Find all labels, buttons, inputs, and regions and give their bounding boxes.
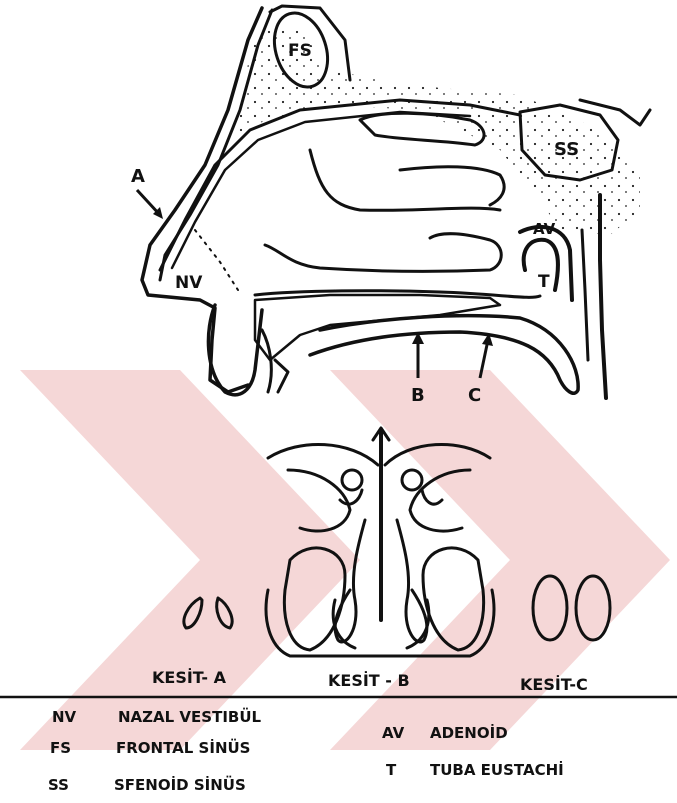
caption-section-a: KESİT- A — [152, 668, 227, 687]
label-fs: FS — [288, 41, 312, 61]
label-nv: NV — [175, 273, 203, 293]
legend-abbr-ss: SS — [48, 776, 69, 794]
pharyngeal-wall-inner — [582, 230, 588, 360]
caption-section-b: KESİT - B — [328, 671, 410, 690]
label-a: A — [131, 166, 145, 187]
legend-abbr-fs: FS — [50, 739, 71, 757]
caption-section-c: KESİT-C — [520, 675, 588, 694]
label-t: T — [538, 272, 550, 292]
inferior-turbinate — [265, 234, 501, 272]
maxilla-teeth — [262, 330, 288, 392]
label-av: AV — [533, 220, 556, 238]
middle-turbinate — [310, 150, 504, 210]
legend-text-fs: FRONTAL SİNÜS — [116, 738, 250, 757]
label-ss: SS — [554, 139, 579, 160]
arrow-a — [137, 190, 163, 219]
legend-text-t: TUBA EUSTACHİ — [430, 760, 564, 779]
legend-text-av: ADENOİD — [430, 723, 508, 742]
label-c: C — [468, 385, 481, 406]
legend-abbr-nv: NV — [52, 708, 77, 726]
legend-abbr-av: AV — [382, 724, 405, 742]
legend-text-ss: SFENOİD SİNÜS — [114, 775, 246, 794]
nose-outer-profile — [142, 8, 262, 392]
legend-text-nv: NAZAL VESTIBÜL — [118, 707, 262, 726]
hard-palate — [255, 295, 500, 360]
legend-abbr-t: T — [386, 761, 397, 779]
label-b: B — [411, 385, 425, 406]
sagittal-view: FS SS A NV AV T B C — [131, 6, 650, 406]
